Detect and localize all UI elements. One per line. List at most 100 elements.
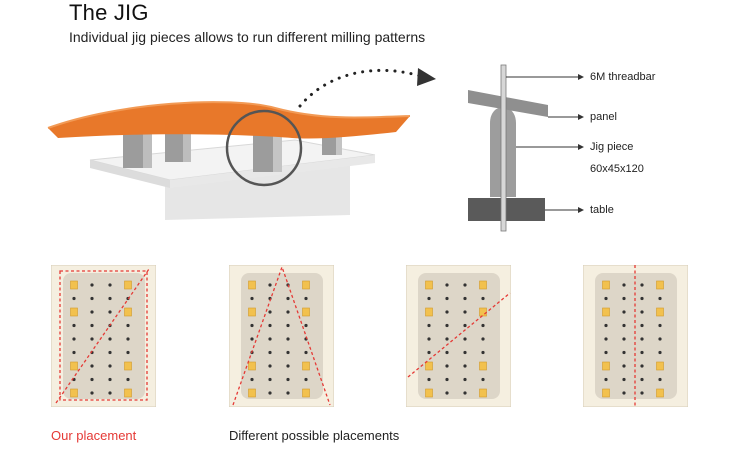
- jig-marker: [70, 280, 78, 290]
- jig-hole-dot: [445, 350, 449, 355]
- jig-hole-dot: [286, 364, 290, 368]
- label-jig-piece: Jig piece: [590, 141, 634, 153]
- jig-marker: [70, 361, 78, 371]
- jig-hole-dot: [108, 310, 112, 314]
- jig-hole-dot: [90, 377, 94, 382]
- jig-marker: [302, 307, 310, 317]
- jig-hole-dot: [250, 377, 254, 382]
- jig-hole-dot: [463, 337, 467, 341]
- jig-marker: [425, 361, 433, 371]
- jig-hole-dot: [622, 350, 626, 355]
- jig-hole-dot: [622, 364, 626, 368]
- jig-hole-dot: [304, 377, 308, 382]
- jig-hole-dot: [658, 323, 662, 328]
- jig-hole-dot: [604, 377, 608, 382]
- jig-hole-dot: [427, 323, 431, 328]
- jig-hole-dot: [481, 296, 485, 301]
- jig-dot-grid: [425, 280, 487, 398]
- jig-hole-dot: [108, 337, 112, 341]
- jig-hole-dot: [90, 364, 94, 368]
- jig-hole-dot: [463, 296, 467, 301]
- jig-hole-dot: [640, 337, 644, 341]
- jig-marker: [479, 388, 487, 398]
- jig-illustration: [47, 68, 436, 220]
- jig-marker: [302, 280, 310, 290]
- placement-panel-vertical: [583, 265, 688, 407]
- jig-hole-dot: [268, 310, 272, 314]
- jig-hole-dot: [268, 350, 272, 355]
- jig-marker: [602, 388, 610, 398]
- jig-marker: [248, 388, 256, 398]
- jig-dot-grid: [248, 280, 310, 398]
- jig-marker: [425, 388, 433, 398]
- jig-hole-dot: [427, 337, 431, 341]
- jig-hole-dot: [108, 391, 112, 395]
- jig-hole-dot: [304, 296, 308, 301]
- jig-marker: [124, 361, 132, 371]
- page-subtitle: Individual jig pieces allows to run diff…: [69, 29, 426, 45]
- jig-hole-dot: [640, 296, 644, 301]
- jig-hole-dot: [463, 323, 467, 328]
- jig-hole-dot: [445, 377, 449, 382]
- jig-hole-dot: [640, 350, 644, 355]
- jig-hole-dot: [108, 283, 112, 287]
- jig-hole-dot: [445, 283, 449, 287]
- jig-hole-dot: [658, 377, 662, 382]
- jig-hole-dot: [658, 350, 662, 355]
- jig-hole-dot: [286, 310, 290, 314]
- jig-marker: [302, 388, 310, 398]
- jig-hole-dot: [90, 310, 94, 314]
- jig-hole-dot: [108, 377, 112, 382]
- orange-panel: [48, 102, 410, 139]
- jig-marker: [656, 280, 664, 290]
- jig-hole-dot: [463, 377, 467, 382]
- jig-marker: [70, 388, 78, 398]
- label-panel: panel: [590, 111, 617, 123]
- jig-hole-dot: [481, 323, 485, 328]
- jig-hole-dot: [622, 310, 626, 314]
- jig-hole-dot: [622, 283, 626, 287]
- jig-marker: [302, 361, 310, 371]
- label-table: table: [590, 204, 614, 216]
- jig-marker: [425, 307, 433, 317]
- jig-marker: [479, 280, 487, 290]
- jig-hole-dot: [604, 350, 608, 355]
- jig-hole-dot: [286, 296, 290, 301]
- jig-marker: [602, 307, 610, 317]
- jig-hole-dot: [481, 377, 485, 382]
- jig-hole-dot: [658, 296, 662, 301]
- jig-hole-dot: [427, 350, 431, 355]
- jig-dot-grid: [70, 280, 132, 398]
- jig-dot-grid: [602, 280, 664, 398]
- jig-hole-dot: [445, 337, 449, 341]
- jig-hole-dot: [658, 337, 662, 341]
- placement-panel-triangle: [229, 265, 334, 407]
- jig-marker: [248, 280, 256, 290]
- jig-marker: [248, 361, 256, 371]
- jig-marker: [248, 307, 256, 317]
- jig-hole-dot: [622, 337, 626, 341]
- jig-marker: [124, 280, 132, 290]
- jig-hole-dot: [286, 377, 290, 382]
- dotted-arc-arrow-icon: [298, 68, 422, 108]
- jig-marker: [425, 280, 433, 290]
- jig-hole-dot: [72, 337, 76, 341]
- jig-hole-dot: [481, 350, 485, 355]
- jig-hole-dot: [126, 350, 130, 355]
- jig-marker: [656, 307, 664, 317]
- jig-hole-dot: [268, 323, 272, 328]
- jig-section-diagram: [468, 64, 584, 232]
- jig-hole-dot: [108, 296, 112, 301]
- jig-hole-dot: [90, 296, 94, 301]
- jig-hole-dot: [90, 337, 94, 341]
- jig-hole-dot: [445, 364, 449, 368]
- jig-hole-dot: [126, 337, 130, 341]
- page-title: The JIG: [69, 0, 149, 25]
- threadbar-shape: [500, 64, 507, 232]
- jig-hole-dot: [604, 296, 608, 301]
- panel-shape: [468, 90, 548, 117]
- jig-hole-dot: [286, 391, 290, 395]
- jig-hole-dot: [250, 296, 254, 301]
- jig-hole-dot: [463, 391, 467, 395]
- jig-hole-dot: [445, 323, 449, 328]
